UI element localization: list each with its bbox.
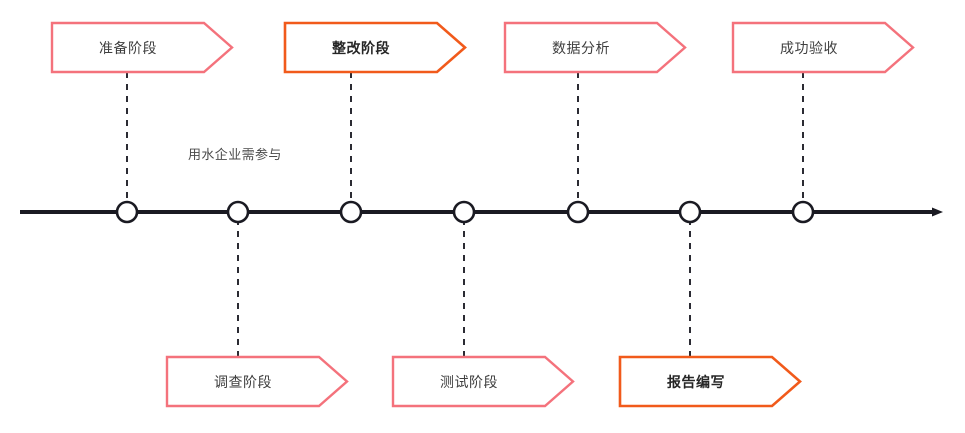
timeline-marker-m7[interactable] (791, 200, 815, 224)
node-shape-n3[interactable] (503, 21, 687, 74)
node-shape-n7[interactable] (618, 355, 802, 408)
timeline-marker-m1[interactable] (115, 200, 139, 224)
node-shape-n6[interactable] (391, 355, 575, 408)
timeline-marker-m5[interactable] (566, 200, 590, 224)
node-shape-n2[interactable] (283, 21, 467, 74)
timeline-markers-group (115, 200, 815, 224)
timeline-marker-m4[interactable] (452, 200, 476, 224)
annotation-a1: 用水企业需参与 (188, 147, 282, 162)
node-shapes-group (50, 21, 915, 408)
node-shape-n5[interactable] (165, 355, 349, 408)
timeline-marker-m6[interactable] (678, 200, 702, 224)
timeline-marker-m2[interactable] (226, 200, 250, 224)
node-shape-n1[interactable] (50, 21, 234, 74)
connector-lines-group (126, 72, 804, 357)
node-shape-n4[interactable] (731, 21, 915, 74)
timeline-marker-m3[interactable] (339, 200, 363, 224)
